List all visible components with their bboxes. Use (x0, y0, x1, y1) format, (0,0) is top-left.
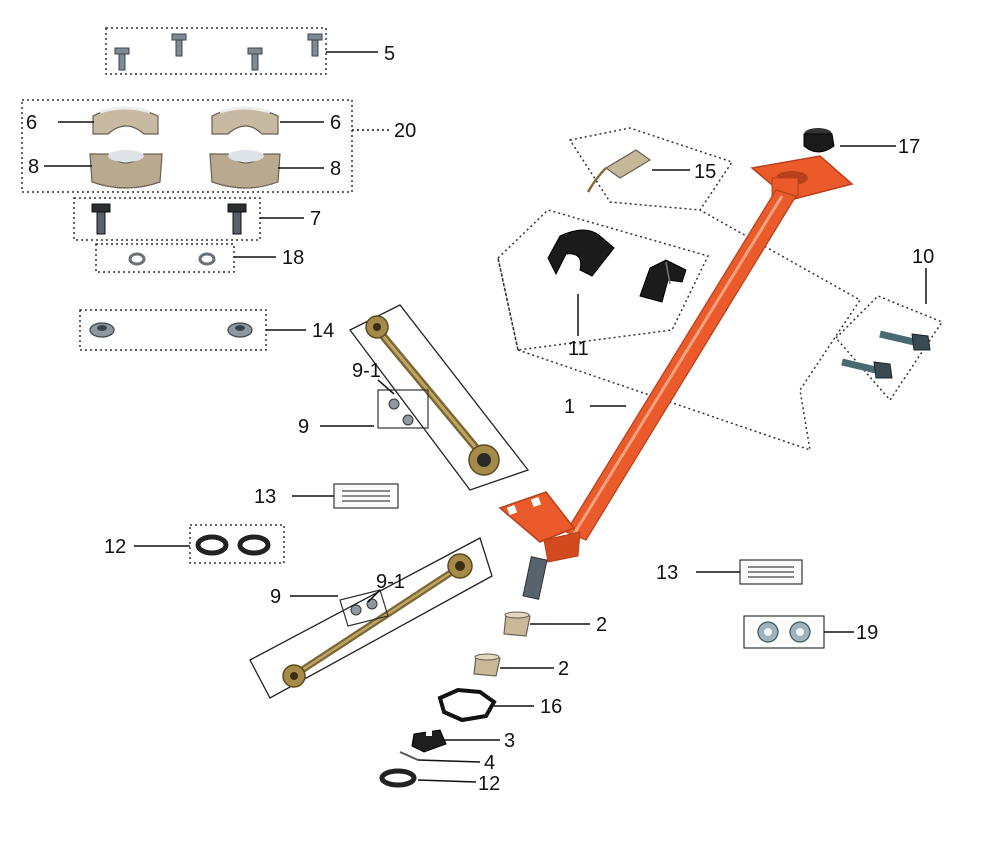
label-13-left: 13 (254, 486, 276, 508)
label-3: 3 (504, 730, 515, 752)
bolt-set-7 (91, 203, 247, 235)
label-13-right: 13 (656, 562, 678, 584)
label-14: 14 (312, 320, 334, 342)
rubber-cap-17 (803, 128, 835, 153)
bushing-11-left (547, 229, 615, 277)
bolt-set-5 (114, 33, 323, 71)
label-5: 5 (384, 43, 395, 65)
callout-labels: 5 6 6 20 8 8 7 18 14 9-1 9 13 12 9-1 9 1… (26, 43, 934, 795)
label-2-upper: 2 (596, 614, 607, 636)
label-9-1-lower: 9-1 (376, 571, 405, 593)
tie-rod-9-upper (349, 304, 530, 491)
label-9-upper: 9 (298, 416, 309, 438)
label-7: 7 (310, 208, 321, 230)
upper-clamp-6-right (211, 106, 279, 135)
label-15: 15 (694, 161, 716, 183)
label-8-right: 8 (330, 158, 341, 180)
bushing-2-upper (503, 611, 531, 637)
label-6-left: 6 (26, 112, 37, 134)
label-17: 17 (898, 136, 920, 158)
label-18: 18 (282, 247, 304, 269)
label-8-left: 8 (28, 156, 39, 178)
label-12-bottom: 12 (478, 773, 500, 795)
group-outlines (21, 27, 944, 564)
lower-clamp-8-right (209, 150, 281, 189)
cotter-pin-4 (399, 751, 419, 761)
label-11: 11 (568, 338, 589, 360)
lower-clamp-8-left (89, 150, 163, 189)
label-16: 16 (540, 696, 562, 718)
washer-set-18 (128, 252, 216, 266)
label-12-left: 12 (104, 536, 126, 558)
upper-clamp-6-left (92, 106, 159, 135)
steering-column-1 (498, 155, 854, 600)
label-10: 10 (912, 246, 934, 268)
label-9-1-upper: 9-1 (352, 360, 381, 382)
shim-13-left (333, 483, 399, 509)
bolt-set-10 (841, 330, 931, 379)
label-2-lower: 2 (558, 658, 569, 680)
leader-lines (44, 51, 927, 783)
label-6-right: 6 (330, 112, 341, 134)
bushing-2-lower (473, 653, 501, 677)
nut-set-19 (743, 615, 825, 649)
tie-rod-9-lower (249, 537, 493, 699)
shim-13-right (739, 559, 803, 585)
washer-12-single (379, 768, 417, 788)
castle-nut-3 (411, 728, 447, 753)
label-20: 20 (394, 120, 416, 142)
label-4: 4 (484, 752, 495, 774)
spring-clip-15 (586, 149, 652, 193)
label-1: 1 (564, 396, 575, 418)
nut-set-14 (89, 322, 253, 338)
bushing-11-right (639, 259, 687, 303)
label-9-lower: 9 (270, 586, 281, 608)
washer-12-pair (195, 534, 271, 556)
label-19: 19 (856, 622, 878, 644)
seal-ring-16 (437, 687, 497, 723)
